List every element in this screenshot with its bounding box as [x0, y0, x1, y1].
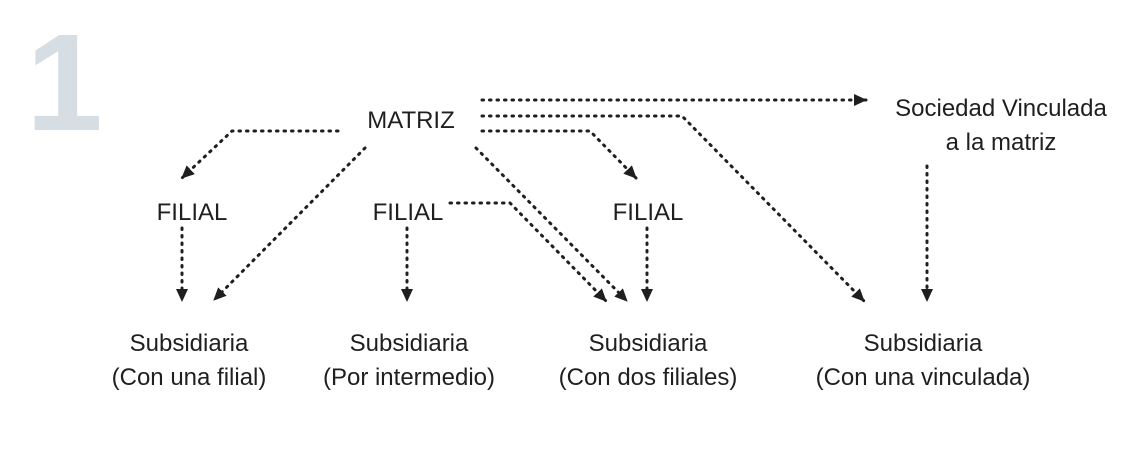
connector-filial-2-subsidiaria-3	[448, 201, 608, 303]
filial-node-1: FILIAL	[156, 199, 228, 226]
subsidiaria-4-subtitle: (Con una vinculada)	[815, 364, 1031, 391]
linked-company-line-1: Sociedad Vinculada	[895, 95, 1107, 122]
subsidiaria-1-subtitle: (Con una filial)	[111, 364, 267, 391]
subsidiaria-node-4: Subsidiaria (Con una vinculada)	[788, 327, 1058, 395]
linked-company-line-2: a la matriz	[945, 129, 1057, 156]
connector-matriz-filial-1	[180, 129, 340, 180]
connector-matriz-subsidiaria-1	[212, 146, 367, 302]
figure-number: 1	[26, 6, 103, 160]
linked-company-node: Sociedad Vinculada a la matriz	[856, 92, 1146, 160]
subsidiaria-node-2: Subsidiaria (Por intermedio)	[299, 327, 519, 395]
subsidiaria-3-subtitle: (Con dos filiales)	[558, 364, 738, 391]
subsidiaria-3-title: Subsidiaria	[588, 330, 708, 357]
subsidiaria-node-1: Subsidiaria (Con una filial)	[89, 327, 289, 395]
connector-matriz-filial-3	[480, 129, 638, 180]
connector-matriz-subsidiaria-4	[480, 114, 866, 303]
subsidiaria-2-title: Subsidiaria	[349, 330, 469, 357]
connector-matriz-subsidiaria-3	[474, 146, 629, 303]
filial-node-2: FILIAL	[372, 199, 444, 226]
parent-node: MATRIZ	[367, 107, 455, 134]
subsidiaria-2-subtitle: (Por intermedio)	[322, 364, 496, 391]
subsidiaria-node-3: Subsidiaria (Con dos filiales)	[533, 327, 763, 395]
filial-node-3: FILIAL	[612, 199, 684, 226]
subsidiaria-1-title: Subsidiaria	[129, 330, 249, 357]
subsidiaria-4-title: Subsidiaria	[863, 330, 983, 357]
